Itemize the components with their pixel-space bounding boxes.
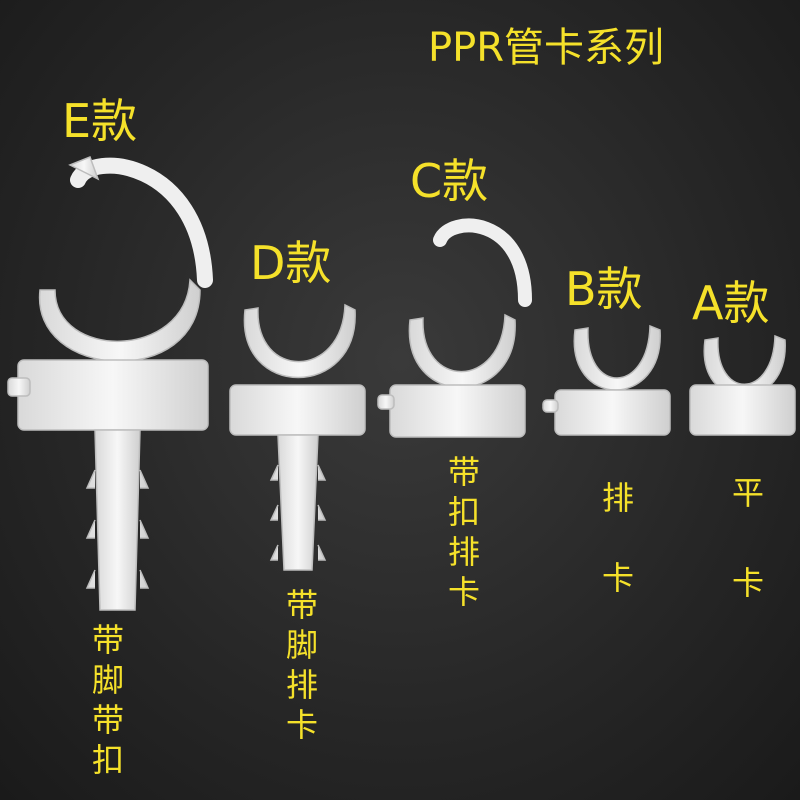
desc-char: 卡 xyxy=(731,564,764,602)
page-title: PPR管卡系列 xyxy=(428,25,665,71)
model-d-label: D款 xyxy=(250,236,332,290)
clip-c xyxy=(377,218,532,438)
model-b-label: B款 xyxy=(565,262,643,316)
clip-a xyxy=(689,334,796,436)
model-c-description: 带 扣 排 卡 xyxy=(444,452,484,612)
model-a-label: A款 xyxy=(692,276,770,330)
model-b-description: 排 卡 xyxy=(598,458,638,618)
desc-char: 扣 xyxy=(91,741,124,779)
model-c-label: C款 xyxy=(410,154,489,208)
desc-char: 扣 xyxy=(447,493,480,531)
model-e-description: 带 脚 带 扣 xyxy=(88,620,128,780)
model-a-description: 平 卡 xyxy=(728,448,768,628)
desc-char: 带 xyxy=(285,586,318,624)
model-e-label: E款 xyxy=(62,94,138,148)
desc-char: 排 xyxy=(285,666,318,704)
desc-char: 平 xyxy=(731,474,764,512)
clip-d xyxy=(229,303,366,571)
desc-char: 排 xyxy=(447,533,480,571)
desc-char: 脚 xyxy=(285,626,318,664)
clip-b xyxy=(542,324,671,436)
model-d-description: 带 脚 排 卡 xyxy=(282,585,322,745)
desc-char: 带 xyxy=(91,621,124,659)
desc-char: 带 xyxy=(91,701,124,739)
clip-e xyxy=(7,156,213,611)
desc-char: 卡 xyxy=(447,573,480,611)
desc-char: 卡 xyxy=(601,559,634,597)
desc-char: 带 xyxy=(447,453,480,491)
desc-char: 卡 xyxy=(285,706,318,744)
desc-char: 脚 xyxy=(91,661,124,699)
desc-char: 排 xyxy=(601,479,634,517)
